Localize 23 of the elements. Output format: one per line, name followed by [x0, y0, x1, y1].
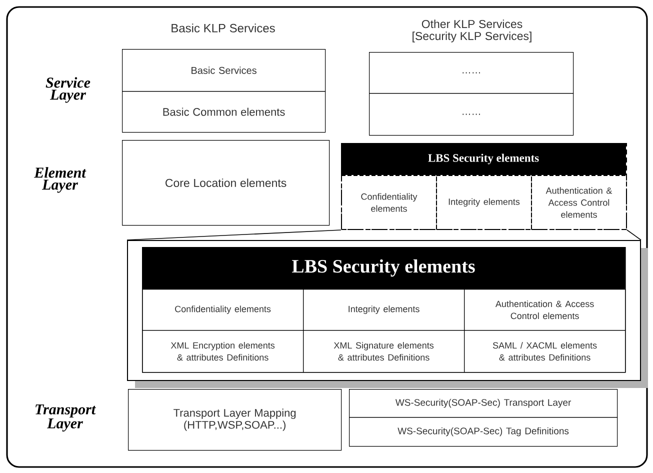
text-box: Core Location elements	[122, 140, 330, 226]
text-box: Basic Common elements	[122, 91, 326, 133]
text-box: SAML / XACML elements & attributes Definitions	[464, 330, 626, 373]
element-cell: Confidentiality elements	[341, 175, 437, 230]
text-box: XML Encryption elements & attributes Definitions	[142, 330, 304, 373]
text-box: Authentication & Access Control elements	[464, 289, 626, 331]
text-box: XML Signature elements & attributes Definitions	[303, 330, 465, 373]
zoom-line	[126, 230, 342, 240]
element-cell: Authentication & Access Control elements	[531, 175, 627, 230]
text-box: ……	[369, 93, 574, 136]
layer-label: Element Layer	[34, 167, 86, 193]
column-heading: Basic KLP Services	[172, 24, 275, 32]
element-cell: Integrity elements	[436, 175, 532, 230]
text-box: Integrity elements	[303, 289, 465, 331]
text-box: Transport Layer Mapping (HTTP,WSP,SOAP...)	[128, 389, 342, 451]
text-box: WS-Security(SOAP-Sec) Tag Definitions	[349, 417, 618, 447]
text-box: Basic Services	[122, 49, 326, 92]
text-box: WS-Security(SOAP-Sec) Transport Layer	[349, 389, 618, 418]
zoom-line	[626, 230, 642, 240]
layer-label: Service Layer	[46, 77, 90, 103]
text-box: ……	[369, 52, 574, 94]
text-box: Confidentiality elements	[142, 289, 304, 331]
layer-label: Transport Layer	[36, 404, 96, 432]
